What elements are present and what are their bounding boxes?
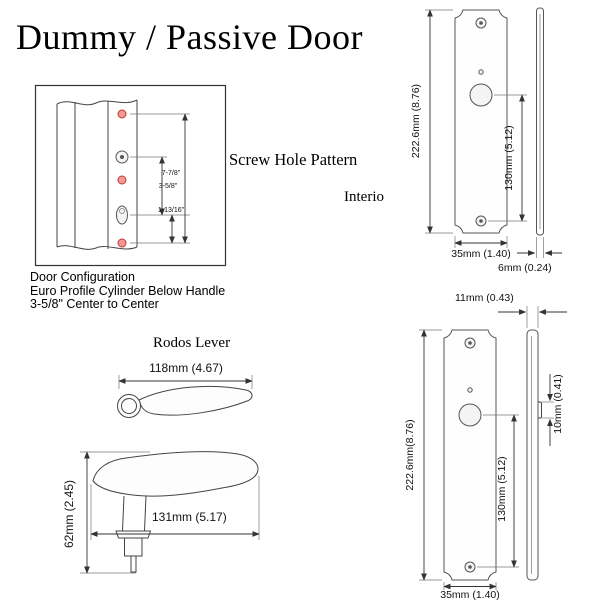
screw-hole-middle	[117, 175, 127, 185]
dim-label-plate-c2c: 130mm (5.12)	[496, 456, 508, 521]
dim-label-lever-length: 131mm (5.17)	[152, 510, 227, 524]
plate-screw-top-dot	[479, 21, 483, 25]
lever-foot	[124, 537, 143, 557]
dim-label-plate-height: 222.6mm (8.76)	[410, 84, 422, 158]
door-config-box-border	[34, 84, 227, 267]
dim-label-standoff: 11mm (0.43)	[455, 292, 514, 304]
plate-hub-hole	[469, 83, 493, 107]
plate-hub-hole	[458, 403, 482, 427]
lever-rosette-inner	[121, 398, 137, 414]
dim-label-lever-height: 62mm (2.45)	[62, 480, 76, 548]
plate-screw-bottom-dot	[479, 219, 483, 223]
lever-rosette-outer	[117, 394, 141, 418]
lever-flange	[115, 530, 152, 539]
euro-cylinder-pin	[119, 208, 125, 214]
door-edge-bottom	[56, 245, 138, 250]
config-line-2: Euro Profile Cylinder Below Handle	[30, 283, 226, 298]
dim-label-cylinder: 1-13/16"	[158, 207, 185, 214]
plate-pin-hole	[478, 69, 484, 75]
page-title: Dummy / Passive Door	[16, 17, 363, 57]
escutcheon-front-top: 222.6mm (8.76) 130mm (5.12) 35mm (1.40)	[410, 9, 527, 260]
handle-spindle-dot	[120, 155, 124, 159]
dim-label-lever-top-length: 118mm (4.67)	[149, 361, 223, 375]
dim-label-plate-width: 35mm (1.40)	[451, 248, 511, 260]
dim-label-plate-width: 35mm (1.40)	[440, 589, 500, 600]
dim-label-plate-c2c: 130mm (5.12)	[503, 125, 515, 190]
door-configuration-text: Door Configuration Euro Profile Cylinder…	[30, 270, 226, 312]
lever-pin	[130, 555, 137, 573]
lever-stem-left	[122, 495, 125, 532]
door-configuration-diagram: 7-7/8" 3-5/8" 1-13/16"	[34, 84, 227, 267]
dim-label-plate-thickness: 6mm (0.24)	[498, 262, 552, 274]
plate-pin-hole	[467, 387, 473, 393]
dim-label-plate-height: 222.6mm(8.76)	[404, 419, 416, 490]
plate-screw-top-dot	[468, 341, 472, 345]
interior-label: Interio	[344, 189, 384, 205]
screw-hole-bottom	[117, 238, 127, 248]
lever-top-view: 118mm (4.67)	[117, 361, 253, 418]
escutcheon-front-bottom: 222.6mm(8.76) 130mm (5.12) 35mm (1.40)	[404, 329, 519, 600]
door-edge-top	[56, 99, 138, 106]
lever-side-view: 131mm (5.17) 62mm (2.45)	[62, 451, 260, 574]
hub-boss	[538, 401, 542, 419]
dim-label-boss: 10mm (0.41)	[552, 374, 564, 434]
rodos-lever-label: Rodos Lever	[153, 335, 231, 351]
config-line-1: Door Configuration	[30, 270, 135, 284]
lever-stem-right	[144, 495, 147, 532]
screw-hole-top	[117, 109, 127, 119]
plate-screw-bottom-dot	[468, 565, 472, 569]
escutcheon-plate-bottom	[443, 329, 497, 581]
lever-blade-top	[138, 385, 253, 416]
config-line-3: 3-5/8" Center to Center	[30, 297, 159, 311]
escutcheon-plate-top	[454, 9, 508, 234]
screw-hole-pattern-label: Screw Hole Pattern	[229, 150, 358, 169]
dim-label-overall: 7-7/8"	[162, 170, 181, 177]
escutcheon-edge-bar-bottom	[526, 329, 539, 581]
escutcheon-side-bottom: 11mm (0.43) 10mm (0.41)	[455, 292, 567, 581]
dim-label-c2c: 3-5/8"	[159, 183, 178, 190]
escutcheon-side-top: 6mm (0.24)	[498, 7, 562, 274]
lever-grip-profile	[92, 451, 259, 497]
